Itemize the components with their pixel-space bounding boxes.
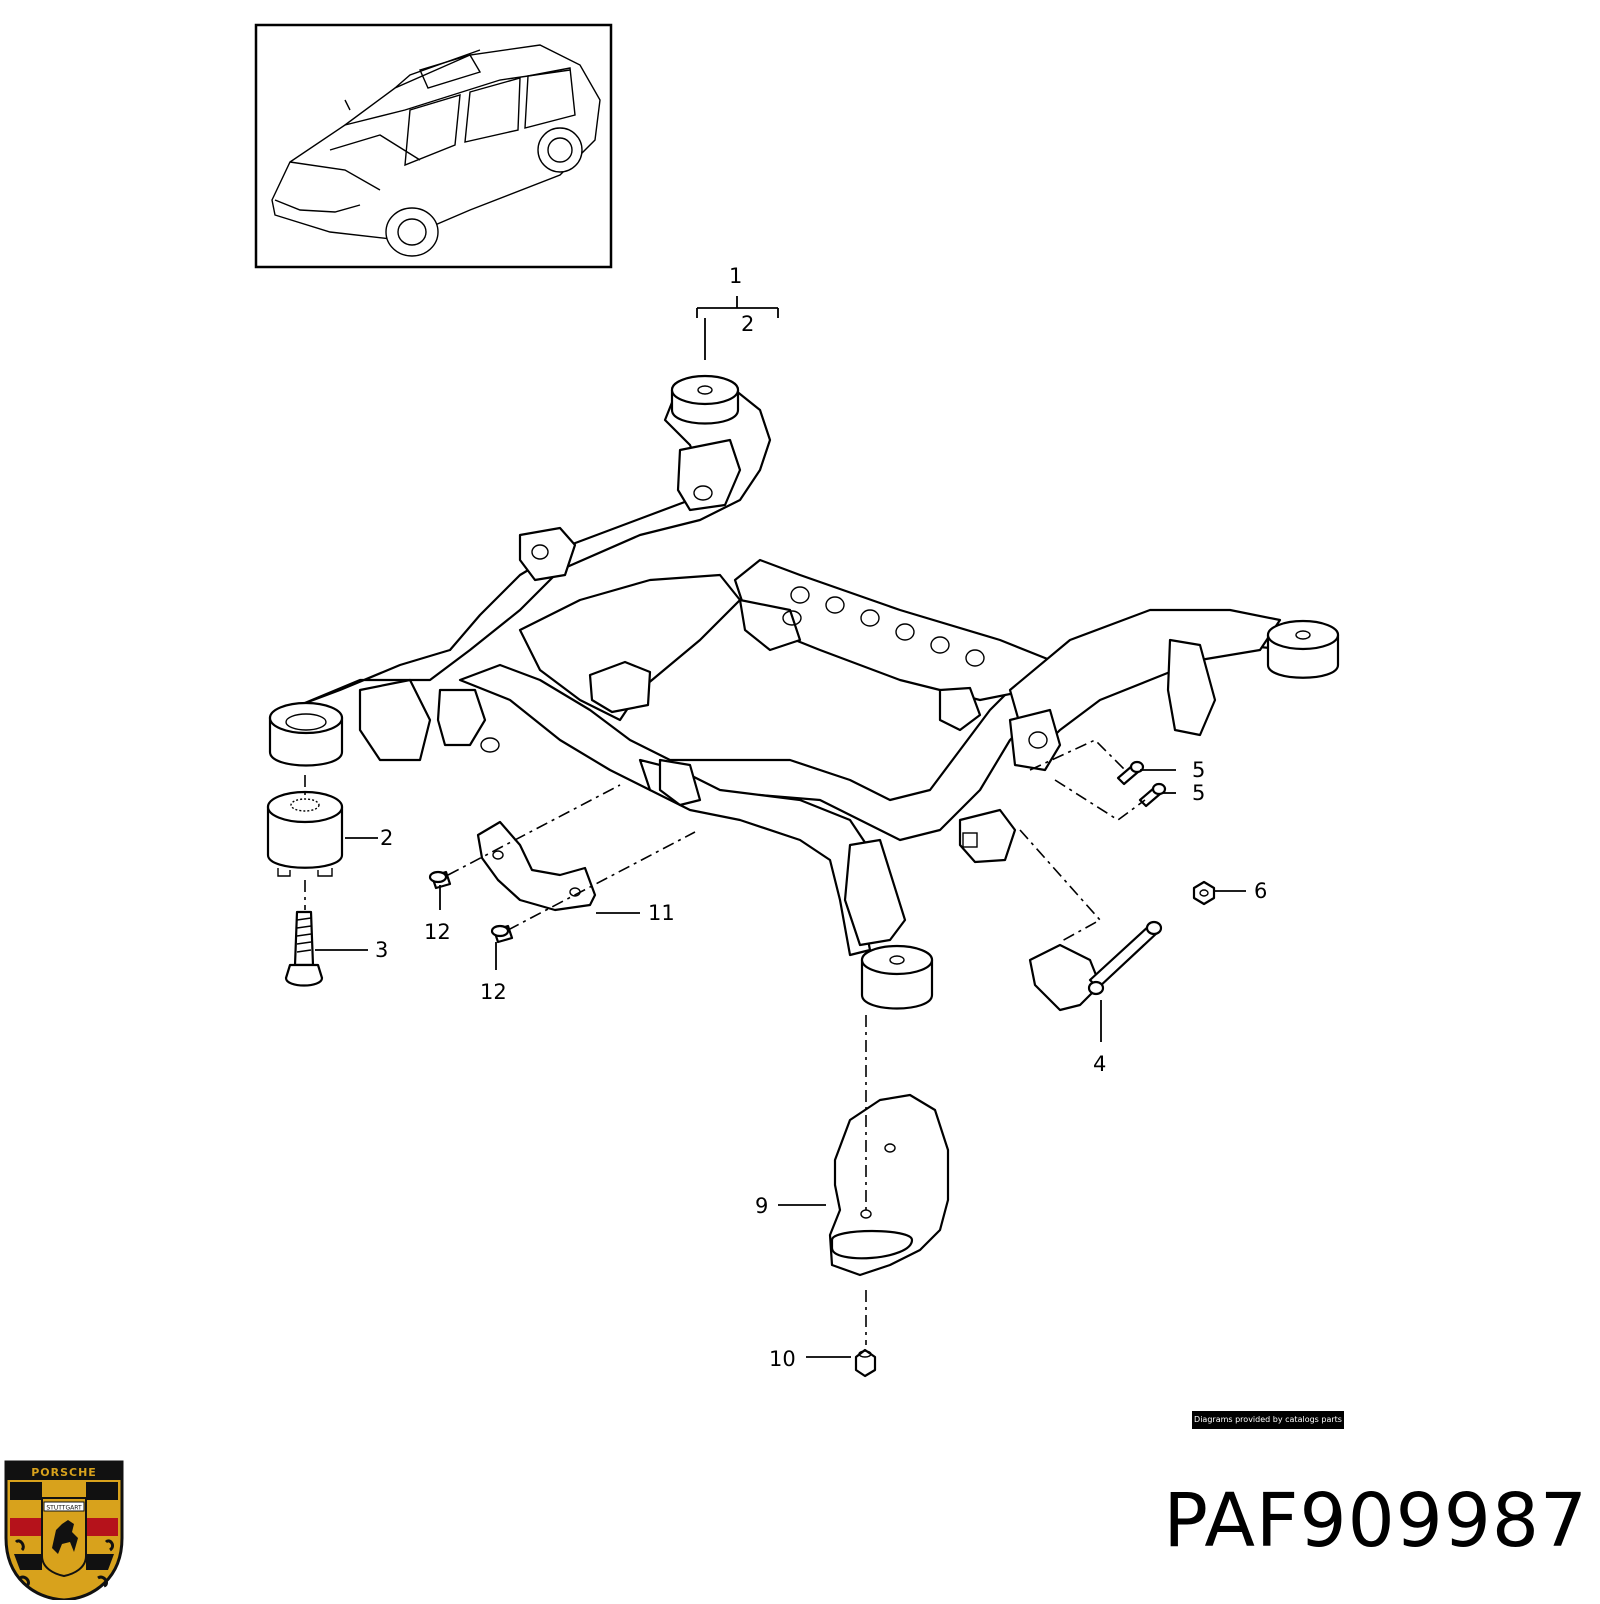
shield-part-11 (476, 820, 597, 912)
callout-3: 3 (375, 938, 388, 962)
beam-holes (790, 586, 985, 667)
frame-mount-right (1266, 619, 1340, 679)
cover-plate-part-9 (828, 1093, 950, 1277)
callout-12-b: 12 (480, 980, 507, 1004)
nut-part-6 (1192, 880, 1216, 906)
callout-12-a: 12 (424, 920, 451, 944)
callout-2-top: 2 (741, 312, 754, 336)
callout-1: 1 (729, 264, 742, 288)
leader-lines (315, 296, 1246, 1358)
bolt-part-5-b (1138, 782, 1167, 808)
bolt-part-5-a (1116, 760, 1145, 786)
callout-5-b: 5 (1192, 781, 1205, 805)
callout-11: 11 (648, 901, 675, 925)
callout-labels: 1 2 2 3 12 12 11 5 5 6 4 9 10 (375, 264, 1267, 1371)
credit-label: Diagrams provided by catalogs parts (1192, 1411, 1344, 1429)
callout-10: 10 (769, 1347, 796, 1371)
porsche-crest-logo: PORSCHE STUTTGART (4, 1460, 124, 1602)
assembly-lines (304, 739, 1146, 1345)
part-number: PAF909987 (1163, 1478, 1588, 1564)
vehicle-thumbnail (254, 23, 613, 269)
callout-2-side: 2 (380, 826, 393, 850)
nut-part-10 (854, 1348, 877, 1378)
level-sensor-part-4 (1028, 920, 1163, 1012)
callout-4: 4 (1093, 1052, 1106, 1076)
rear-subframe (298, 383, 1302, 957)
bolt-part-3 (284, 910, 324, 987)
callout-5-a: 5 (1192, 758, 1205, 782)
bolt-part-12-b (490, 924, 514, 944)
callout-9: 9 (755, 1194, 768, 1218)
frame-brackets (358, 438, 1217, 947)
frame-mount-front (860, 944, 934, 1010)
bushing-part-2 (266, 790, 344, 877)
frame-mount-top (670, 374, 740, 425)
svg-text:PORSCHE: PORSCHE (31, 1466, 97, 1479)
callout-6: 6 (1254, 879, 1267, 903)
svg-text:STUTTGART: STUTTGART (46, 1505, 82, 1512)
frame-mount-left (268, 701, 344, 767)
bolt-part-12-a (428, 870, 452, 890)
